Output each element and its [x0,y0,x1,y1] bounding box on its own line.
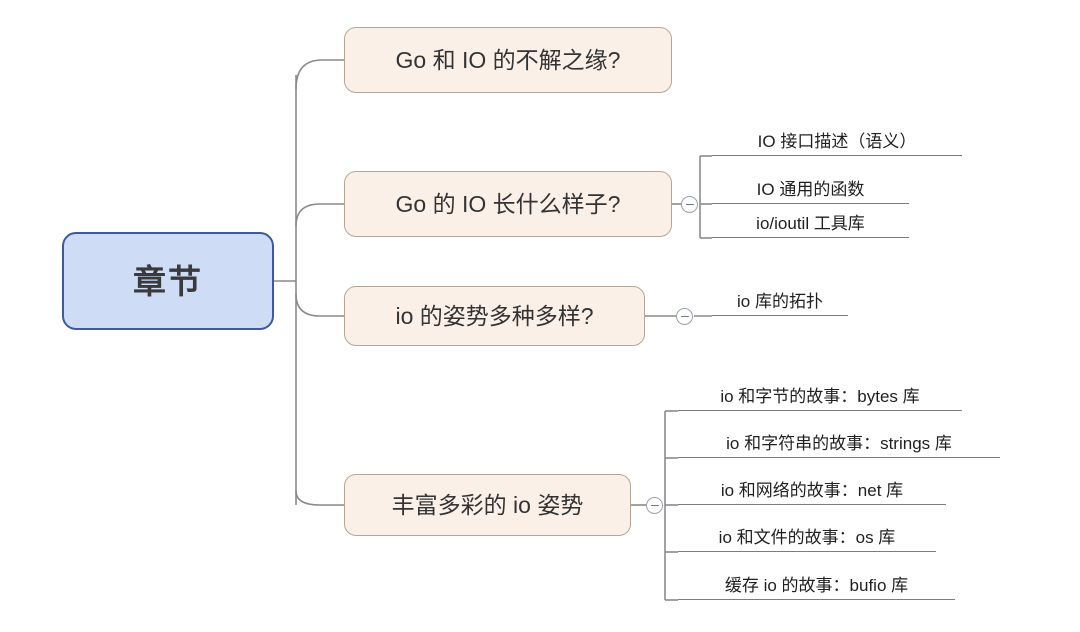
leaf-node-b4-1-label: io 和字节的故事：bytes 库 [720,387,920,407]
branch-node-3[interactable]: io 的姿势多种多样? [344,286,645,346]
leaf-node-b4-4-label: io 和文件的故事：os 库 [718,528,896,548]
branch-node-3-label: io 的姿势多种多样? [395,302,594,329]
collapse-toggle-branch-2[interactable] [681,196,698,213]
leaf-node-b2-1[interactable]: IO 接口描述（语义） [712,122,962,156]
leaf-node-b2-2[interactable]: IO 通用的函数 [712,170,909,204]
leaf-node-b3-1-label: io 库的拓扑 [737,292,823,312]
leaf-node-b4-2-label: io 和字符串的故事：strings 库 [726,434,952,454]
branch-node-2[interactable]: Go 的 IO 长什么样子? [344,171,672,237]
leaf-node-b4-3-label: io 和网络的故事：net 库 [720,481,904,501]
minus-icon [650,504,659,507]
leaf-node-b4-1[interactable]: io 和字节的故事：bytes 库 [678,377,962,411]
collapse-toggle-branch-4[interactable] [646,497,663,514]
leaf-node-b2-2-label: IO 通用的函数 [756,180,865,200]
branch-node-4[interactable]: 丰富多彩的 io 姿势 [344,474,631,536]
branch-node-1[interactable]: Go 和 IO 的不解之缘? [344,27,672,93]
branch-node-1-label: Go 和 IO 的不解之缘? [395,46,621,73]
minus-icon [680,315,689,318]
minus-icon [685,203,694,206]
branch-node-4-label: 丰富多彩的 io 姿势 [391,491,584,518]
leaf-node-b4-3[interactable]: io 和网络的故事：net 库 [678,471,946,505]
branch-node-2-label: Go 的 IO 长什么样子? [395,190,621,217]
leaf-node-b4-5-label: 缓存 io 的故事：bufio 库 [724,576,909,596]
root-node-label: 章节 [133,262,203,300]
leaf-node-b4-5[interactable]: 缓存 io 的故事：bufio 库 [678,566,955,600]
leaf-node-b2-3[interactable]: io/ioutil 工具库 [712,204,909,238]
leaf-node-b3-1[interactable]: io 库的拓扑 [712,282,848,316]
leaf-node-b4-2[interactable]: io 和字符串的故事：strings 库 [678,424,1000,458]
connector-branch-2 [295,203,344,227]
connector-branch-1 [295,59,344,90]
leaf-node-b2-3-label: io/ioutil 工具库 [756,214,865,234]
connector-branch-3 [295,293,344,317]
collapse-toggle-branch-3[interactable] [676,308,693,325]
connector-branch-4 [295,490,344,506]
root-node[interactable]: 章节 [62,232,274,330]
leaf-node-b4-4[interactable]: io 和文件的故事：os 库 [678,518,936,552]
leaf-node-b2-1-label: IO 接口描述（语义） [757,132,917,152]
